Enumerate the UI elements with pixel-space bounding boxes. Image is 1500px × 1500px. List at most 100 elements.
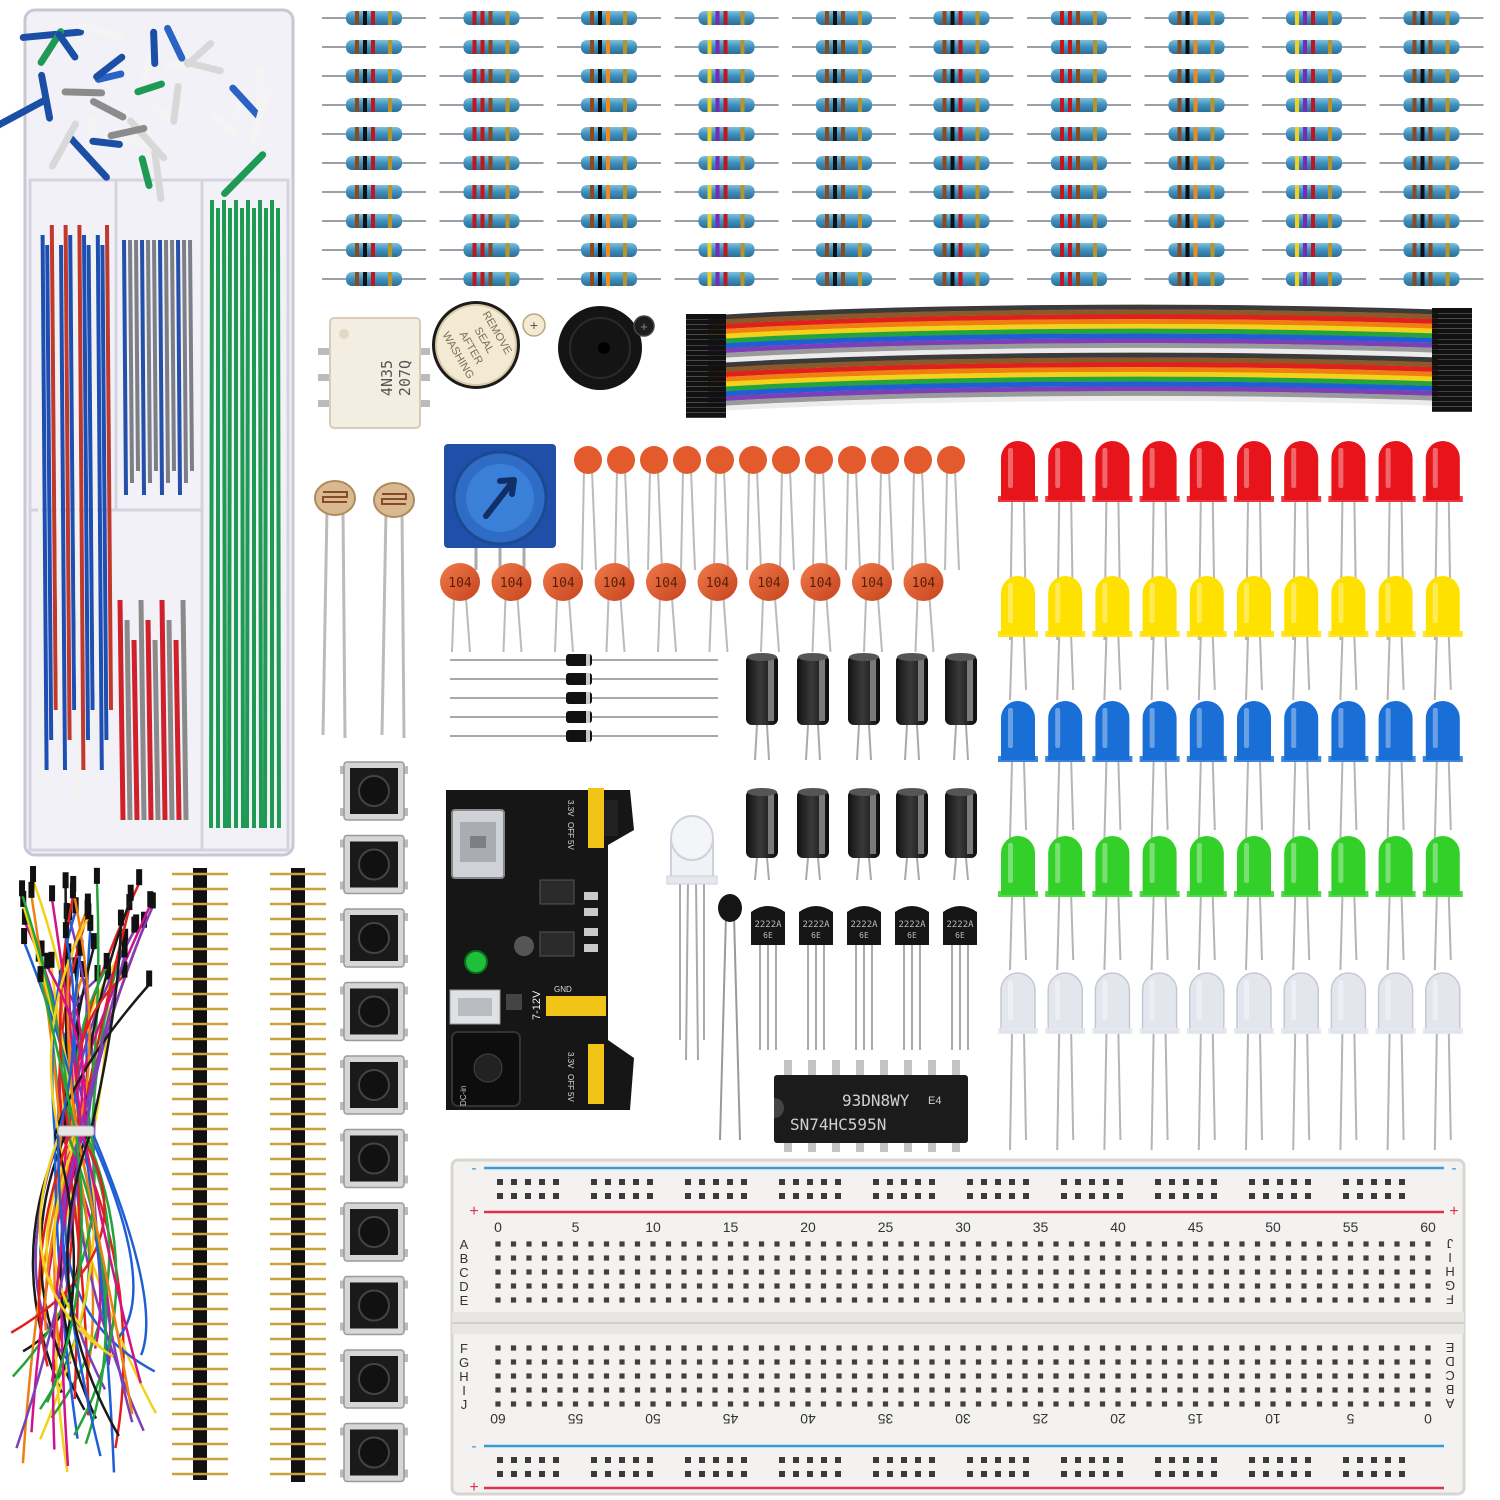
- capacitor-lead: [822, 469, 828, 571]
- button-leg: [340, 1175, 346, 1184]
- led-rim: [1139, 1028, 1180, 1034]
- led-rim: [1186, 496, 1227, 502]
- column-number: 15: [723, 1219, 739, 1235]
- terminal-hole: [1394, 1345, 1400, 1351]
- terminal-hole: [1254, 1255, 1261, 1261]
- pin-headers: [172, 868, 326, 1482]
- terminal-hole: [1084, 1345, 1090, 1351]
- electrolytic-lead: [868, 857, 872, 881]
- terminal-hole: [1037, 1387, 1044, 1393]
- terminal-hole: [1208, 1255, 1214, 1261]
- led-lead: [1339, 636, 1344, 701]
- terminal-hole: [1022, 1373, 1028, 1379]
- terminal-hole: [975, 1373, 982, 1379]
- terminal-hole: [634, 1359, 641, 1365]
- terminal-hole: [588, 1283, 594, 1289]
- resistor-band: [1210, 243, 1215, 257]
- ic-pin: [928, 1140, 936, 1152]
- electrolytic-lead: [953, 857, 957, 881]
- rail-hole: [1343, 1457, 1349, 1463]
- terminal-hole: [1363, 1359, 1369, 1365]
- resistor-band: [1076, 11, 1080, 25]
- terminal-hole: [727, 1255, 734, 1261]
- ribbon-wire: [707, 376, 1439, 393]
- row-label-flipped: H: [1445, 1264, 1454, 1279]
- led-rim: [998, 631, 1038, 637]
- terminal-hole: [1053, 1283, 1059, 1289]
- rail-hole: [497, 1193, 503, 1199]
- terminal-hole: [1270, 1401, 1276, 1407]
- resistor-band: [623, 11, 627, 25]
- led-body: [1378, 836, 1413, 895]
- resistor-band: [1328, 40, 1332, 54]
- resistor-band: [715, 243, 720, 257]
- resistor-band: [505, 69, 510, 83]
- resistor-band: [723, 98, 728, 112]
- resistor-band: [371, 243, 375, 257]
- terminal-hole: [1084, 1297, 1090, 1303]
- button-leg: [340, 1322, 346, 1331]
- capacitor-104-body: [646, 563, 686, 601]
- led-lead: [1447, 896, 1452, 961]
- resistor-band: [723, 127, 728, 141]
- terminal-hole: [991, 1345, 997, 1351]
- terminal-hole: [603, 1241, 610, 1247]
- terminal-hole: [1239, 1241, 1245, 1247]
- terminal-hole: [851, 1401, 858, 1407]
- resistor-band: [723, 185, 728, 199]
- rail-hole: [497, 1457, 503, 1463]
- terminal-hole: [696, 1359, 703, 1365]
- box-wire-red: [166, 619, 175, 821]
- resistor-band: [740, 214, 745, 228]
- led-body: [1048, 576, 1083, 635]
- resistor-band: [371, 185, 375, 199]
- rail-hole: [1291, 1457, 1297, 1463]
- terminal-hole: [681, 1373, 687, 1379]
- resistor-band: [975, 272, 980, 286]
- terminal-hole: [665, 1283, 672, 1289]
- ribbon-connector-left: [686, 402, 726, 408]
- terminal-hole: [588, 1269, 594, 1275]
- button-leg: [402, 808, 408, 816]
- terminal-hole: [1332, 1297, 1338, 1303]
- terminal-hole: [944, 1255, 951, 1261]
- terminal-hole: [836, 1359, 842, 1365]
- led-highlight: [1338, 980, 1344, 1020]
- resistor-band: [1185, 69, 1190, 83]
- terminal-hole: [836, 1297, 842, 1303]
- led-body: [1048, 701, 1083, 760]
- led-body: [1142, 701, 1177, 760]
- terminal-hole: [1270, 1373, 1276, 1379]
- passive-buzzer: +: [558, 306, 655, 390]
- led-body: [1189, 576, 1224, 635]
- bundle-wire-pin: [19, 880, 26, 897]
- led-body: [1142, 441, 1177, 500]
- rail-hole: [1249, 1457, 1255, 1463]
- led-lead: [1433, 1033, 1438, 1151]
- terminal-hole: [991, 1255, 997, 1261]
- resistor-band: [505, 214, 510, 228]
- resistor-band: [1076, 156, 1080, 170]
- terminal-hole: [991, 1359, 997, 1365]
- rail-hole: [727, 1179, 733, 1185]
- resistor-band: [606, 214, 610, 228]
- led-highlight: [1149, 583, 1155, 623]
- rail-hole: [511, 1179, 517, 1185]
- column-number-flipped: 35: [878, 1411, 894, 1427]
- capacitor-lead: [605, 597, 610, 653]
- ic-pin: [832, 1140, 840, 1152]
- terminal-hole: [960, 1241, 966, 1247]
- terminal-hole: [727, 1283, 734, 1289]
- terminal-hole: [975, 1387, 982, 1393]
- terminal-hole: [572, 1345, 579, 1351]
- resistor-band: [598, 243, 602, 257]
- led-rim: [1375, 631, 1416, 637]
- resistor-band: [958, 214, 963, 228]
- led-lead: [1353, 896, 1358, 961]
- bundle-wire-pin: [44, 952, 51, 969]
- terminal-hole: [758, 1283, 765, 1289]
- rail-hole: [1103, 1179, 1109, 1185]
- terminal-hole: [495, 1283, 501, 1289]
- led-rim: [1422, 1028, 1463, 1034]
- terminal-hole: [681, 1269, 687, 1275]
